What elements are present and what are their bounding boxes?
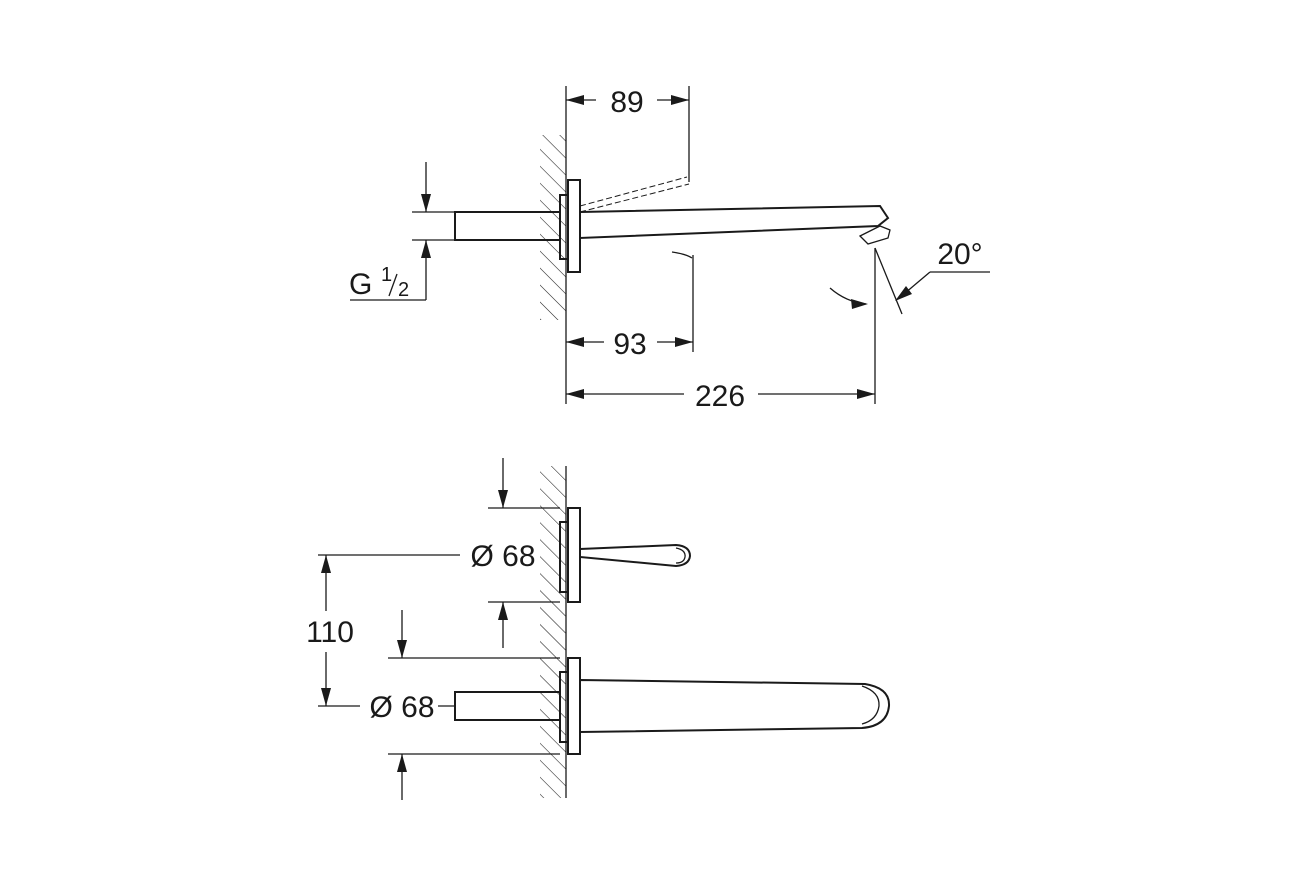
dim-93: 93 [566, 328, 693, 361]
angle-label: 20° [937, 238, 982, 271]
dim-dia-upper: Ø 68 [470, 458, 536, 648]
thread-fraction-slash [388, 273, 398, 297]
extension-lines-side [565, 86, 876, 404]
handle-lever [579, 543, 692, 568]
lever-swing-dashed [579, 176, 690, 213]
dim-dia-lower: Ø 68 [369, 610, 455, 800]
dim-93-label: 93 [613, 328, 646, 361]
wall-front [540, 466, 567, 798]
spacing-label: 110 [306, 616, 354, 649]
wall-side [540, 135, 567, 320]
thread-denominator: 2 [398, 279, 409, 301]
spout-side [579, 204, 891, 259]
dim-89-label: 89 [610, 86, 643, 119]
thread-dim: G 1 2 [349, 162, 455, 301]
dim-110: 110 [306, 555, 354, 706]
side-view: 89 93 226 20° [349, 86, 990, 413]
dia-upper-label: Ø 68 [470, 540, 535, 573]
extension-lines-front [318, 507, 560, 755]
angle-20: 20° [829, 238, 990, 315]
thread-letter: G [349, 268, 372, 301]
front-view: Ø 68 110 Ø 68 [306, 458, 891, 800]
dim-226-label: 226 [695, 380, 745, 413]
dim-89: 89 [566, 86, 689, 119]
dia-lower-label: Ø 68 [369, 691, 434, 724]
spout-front [579, 678, 891, 734]
dim-226: 226 [566, 380, 875, 413]
thread-numerator: 1 [381, 264, 392, 286]
